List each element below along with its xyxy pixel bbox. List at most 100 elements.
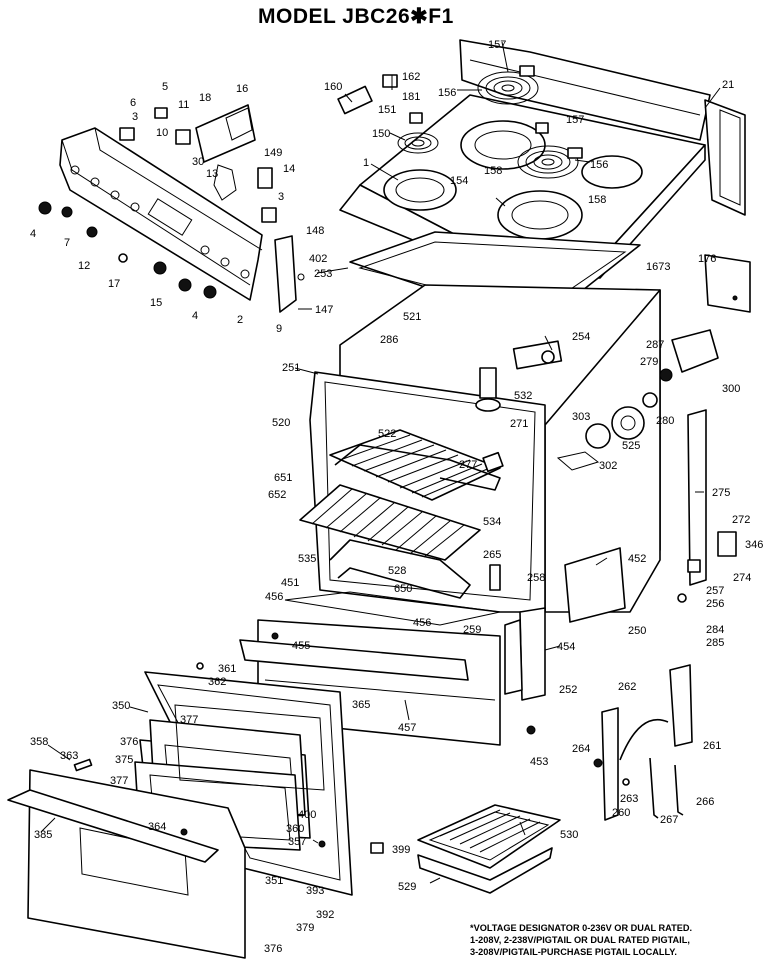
part-label: 650 bbox=[394, 583, 412, 595]
part-label: 264 bbox=[572, 743, 590, 755]
diagram-artwork: 157 162 160 181 156 151 21 157 150 156 1… bbox=[7, 39, 763, 959]
part-label: 455 bbox=[292, 640, 310, 652]
part-label: 151 bbox=[378, 104, 396, 116]
part-label: 277 bbox=[459, 459, 477, 471]
part-label: 393 bbox=[306, 885, 324, 897]
broiler-pan-assembly bbox=[370, 804, 561, 894]
part-label: 279 bbox=[640, 356, 658, 368]
part-label: 377 bbox=[110, 775, 128, 787]
voltage-designator-note: *VOLTAGE DESIGNATOR 0-236V OR DUAL RATED… bbox=[470, 922, 760, 958]
part-label: 5 bbox=[162, 81, 168, 93]
part-label: 303 bbox=[572, 411, 590, 423]
part-label: 176 bbox=[698, 253, 716, 265]
storage-drawer-assembly bbox=[239, 591, 501, 746]
leader-lines bbox=[40, 41, 721, 884]
oven-rack-lower bbox=[299, 484, 481, 561]
part-label: 454 bbox=[557, 641, 575, 653]
note-line-2: 1-208V, 2-238V/PIGTAIL OR DUAL RATED PIG… bbox=[470, 935, 690, 945]
part-label: 534 bbox=[483, 516, 501, 528]
part-label: 452 bbox=[628, 553, 646, 565]
part-label: 267 bbox=[660, 814, 678, 826]
part-label: 256 bbox=[706, 598, 724, 610]
part-label: 250 bbox=[628, 625, 646, 637]
part-label: 530 bbox=[560, 829, 578, 841]
part-label: 10 bbox=[156, 127, 168, 139]
part-label: 149 bbox=[264, 147, 282, 159]
part-label: 261 bbox=[703, 740, 721, 752]
part-label: 259 bbox=[463, 624, 481, 636]
part-label: 2 bbox=[237, 314, 243, 326]
part-label: 652 bbox=[268, 489, 286, 501]
part-label: 453 bbox=[530, 756, 548, 768]
part-label: 4 bbox=[192, 310, 198, 322]
part-label: 7 bbox=[64, 237, 70, 249]
part-label: 160 bbox=[324, 81, 342, 93]
part-label: 346 bbox=[745, 539, 763, 551]
part-label: 285 bbox=[706, 637, 724, 649]
part-label: 254 bbox=[572, 331, 590, 343]
part-label: 1673 bbox=[646, 261, 670, 273]
range-body-assembly bbox=[299, 231, 751, 701]
part-label: 286 bbox=[380, 334, 398, 346]
part-label: 21 bbox=[722, 79, 734, 91]
part-label: 265 bbox=[483, 549, 501, 561]
part-label: 379 bbox=[296, 922, 314, 934]
part-label: 251 bbox=[282, 362, 300, 374]
oven-door-assembly bbox=[7, 662, 693, 959]
part-label: 9 bbox=[276, 323, 282, 335]
part-label: 16 bbox=[236, 83, 248, 95]
part-label: 15 bbox=[150, 297, 162, 309]
part-label: 402 bbox=[309, 253, 327, 265]
part-label: 157 bbox=[566, 114, 584, 126]
part-label: 3 bbox=[132, 111, 138, 123]
part-label: 363 bbox=[60, 750, 78, 762]
part-label: 13 bbox=[206, 168, 218, 180]
part-label: 302 bbox=[599, 460, 617, 472]
part-label: 457 bbox=[398, 722, 416, 734]
part-label: 362 bbox=[208, 676, 226, 688]
surface-element-coil-3 bbox=[397, 132, 439, 154]
part-label: 528 bbox=[388, 565, 406, 577]
part-label: 287 bbox=[646, 339, 664, 351]
part-label: 651 bbox=[274, 472, 292, 484]
part-label: 1 bbox=[363, 157, 369, 169]
part-label: 252 bbox=[559, 684, 577, 696]
part-label: 399 bbox=[392, 844, 410, 856]
part-label: 400 bbox=[298, 809, 316, 821]
part-label: 525 bbox=[622, 440, 640, 452]
part-label: 300 bbox=[722, 383, 740, 395]
part-labels: 157 162 160 181 156 151 21 157 150 156 1… bbox=[30, 39, 763, 955]
part-label: 150 bbox=[372, 128, 390, 140]
part-label: 529 bbox=[398, 881, 416, 893]
part-label: 147 bbox=[315, 304, 333, 316]
part-label: 274 bbox=[733, 572, 751, 584]
part-label: 148 bbox=[306, 225, 324, 237]
part-label: 361 bbox=[218, 663, 236, 675]
part-label: 350 bbox=[112, 700, 130, 712]
part-label: 14 bbox=[283, 163, 295, 175]
part-label: 275 bbox=[712, 487, 730, 499]
part-label: 156 bbox=[590, 159, 608, 171]
part-label: 532 bbox=[514, 390, 532, 402]
part-label: 17 bbox=[108, 278, 120, 290]
part-label: 357 bbox=[288, 836, 306, 848]
part-label: 365 bbox=[352, 699, 370, 711]
part-label: 535 bbox=[298, 553, 316, 565]
part-label: 521 bbox=[403, 311, 421, 323]
part-label: 351 bbox=[265, 875, 283, 887]
note-line-1: *VOLTAGE DESIGNATOR 0-236V OR DUAL RATED… bbox=[470, 923, 693, 933]
part-label: 157 bbox=[488, 39, 506, 51]
part-label: 258 bbox=[527, 572, 545, 584]
part-label: 376 bbox=[120, 736, 138, 748]
part-label: 284 bbox=[706, 624, 724, 636]
part-label: 358 bbox=[30, 736, 48, 748]
part-label: 271 bbox=[510, 418, 528, 430]
part-label: 456 bbox=[413, 617, 431, 629]
part-label: 522 bbox=[378, 428, 396, 440]
part-label: 280 bbox=[656, 415, 674, 427]
part-label: 154 bbox=[450, 175, 468, 187]
part-label: 260 bbox=[612, 807, 630, 819]
note-line-3: 3-208V/PIGTAIL-PURCHASE PIGTAIL LOCALLY. bbox=[470, 947, 677, 957]
